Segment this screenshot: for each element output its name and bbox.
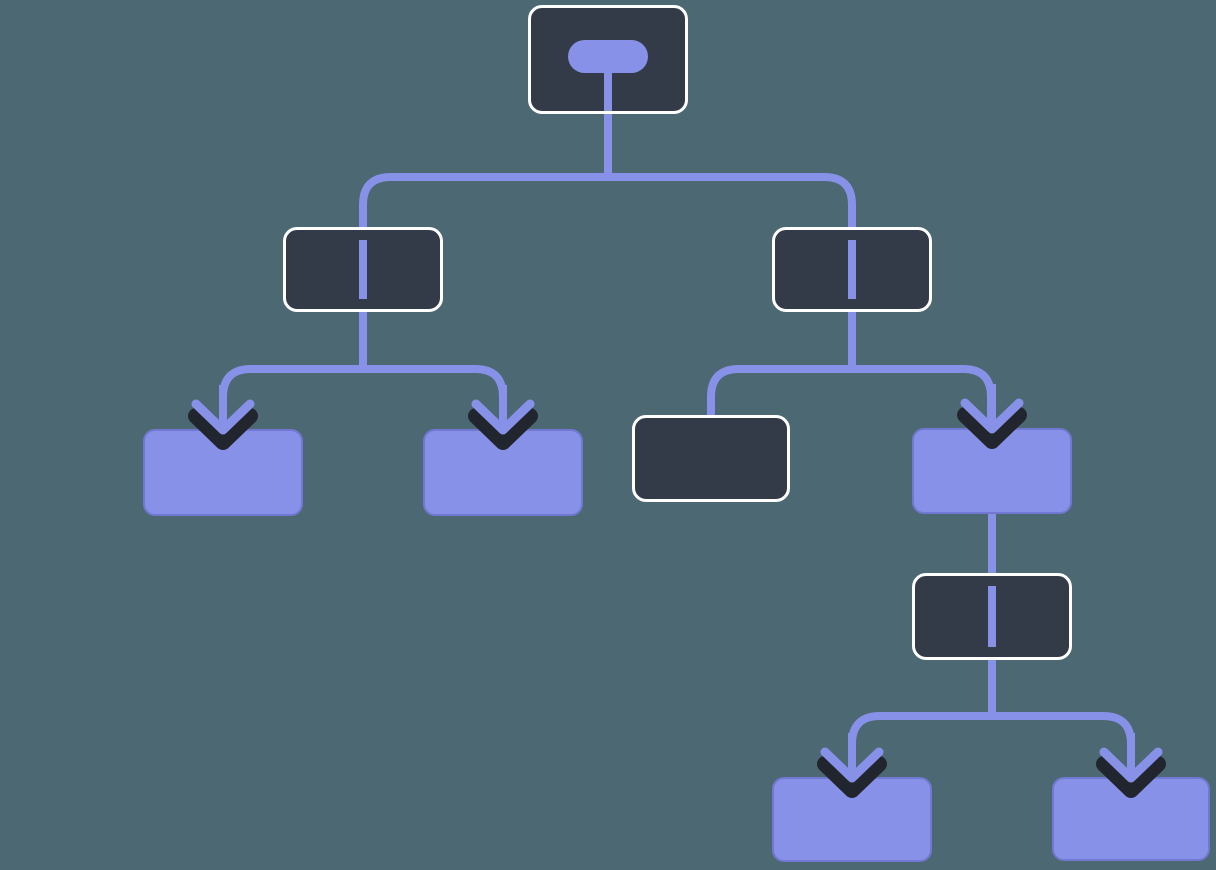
pass-through-line-decoration (359, 240, 367, 299)
pass-through-line-decoration (988, 586, 996, 647)
arrow-down-icon (817, 733, 887, 798)
root-pill-stem (604, 68, 612, 111)
arrow-down-icon (188, 385, 258, 450)
edge-bottom-fork (848, 712, 1135, 785)
arrow-down-icon (468, 385, 538, 450)
arrow-down-icon (957, 384, 1027, 449)
node-branch-bottom[interactable] (912, 573, 1072, 660)
node-dark-leaf[interactable] (632, 415, 790, 502)
node-branch-right[interactable] (772, 227, 932, 312)
node-branch-left[interactable] (283, 227, 443, 312)
pass-through-line-decoration (848, 240, 856, 299)
node-root[interactable] (528, 5, 688, 114)
root-pill-decoration (568, 40, 648, 73)
arrow-down-icon (1096, 733, 1166, 798)
edge-top-fork (359, 173, 856, 228)
